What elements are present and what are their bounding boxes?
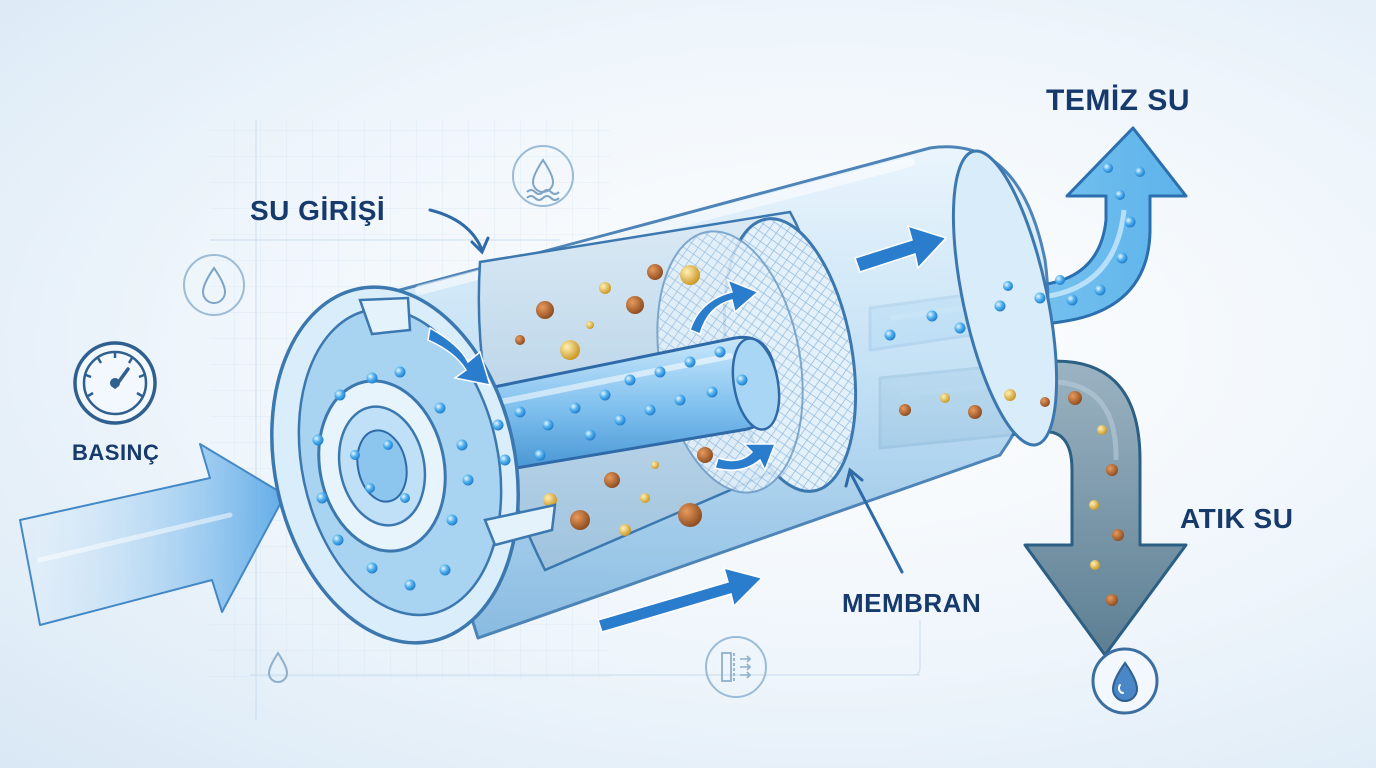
flow-arrows bbox=[427, 224, 948, 633]
water-drop-wave-icon bbox=[512, 145, 574, 207]
clean-water-label: TEMİZ SU bbox=[1046, 84, 1190, 117]
pointer-lines bbox=[428, 208, 904, 574]
pressure-label: BASINÇ bbox=[72, 440, 159, 465]
waste-water-label: ATIK SU bbox=[1180, 503, 1293, 534]
labels: SU GİRİŞİ BASINÇ TEMİZ SU ATIK SU MEMBRA… bbox=[72, 84, 1293, 618]
membrane-label: MEMBRAN bbox=[842, 588, 981, 618]
water-drop-icon bbox=[183, 254, 245, 316]
water-droplets bbox=[312, 163, 1145, 591]
contaminant-particles bbox=[515, 264, 1124, 606]
filter-layers-icon bbox=[705, 636, 767, 698]
water-inlet-label: SU GİRİŞİ bbox=[250, 195, 385, 226]
water-drop-icon-small bbox=[267, 651, 289, 683]
pressure-input-arrow bbox=[19, 443, 286, 626]
waste-drop-icon bbox=[1091, 647, 1159, 715]
pressure-gauge-icon bbox=[73, 341, 157, 425]
